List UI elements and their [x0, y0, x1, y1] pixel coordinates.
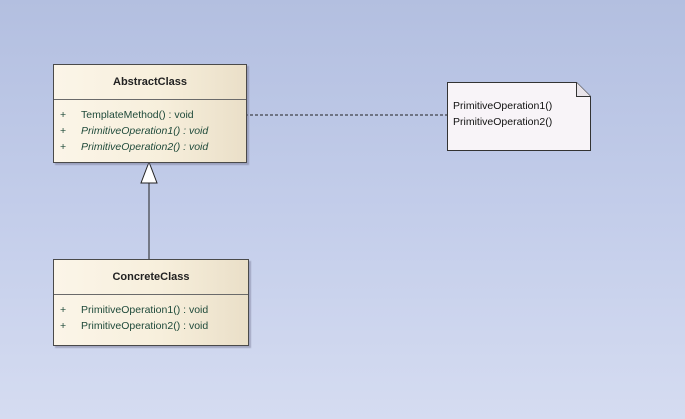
operation-row[interactable]: + PrimitiveOperation2() : void [54, 318, 248, 334]
note-folded-corner [576, 82, 591, 97]
operation-signature: PrimitiveOperation1() : void [81, 125, 209, 137]
visibility-marker: + [60, 320, 67, 332]
visibility-marker: + [60, 109, 67, 121]
visibility-marker: + [60, 141, 67, 153]
operation-signature: PrimitiveOperation2() : void [81, 141, 209, 153]
concrete-class-box[interactable]: ConcreteClass + PrimitiveOperation1() : … [53, 259, 249, 346]
operation-row[interactable]: + PrimitiveOperation2() : void [54, 139, 246, 155]
note-box[interactable]: PrimitiveOperation1() PrimitiveOperation… [447, 82, 591, 151]
abstract-class-name: AbstractClass [54, 65, 246, 100]
abstract-class-operations: + TemplateMethod() : void + PrimitiveOpe… [54, 100, 246, 155]
operation-row[interactable]: + PrimitiveOperation1() : void [54, 302, 248, 318]
concrete-class-name: ConcreteClass [54, 260, 248, 295]
operation-signature: PrimitiveOperation2() : void [81, 320, 209, 332]
note-line: PrimitiveOperation2() [453, 116, 553, 128]
operation-signature: PrimitiveOperation1() : void [81, 304, 209, 316]
operation-signature: TemplateMethod() : void [81, 109, 194, 121]
note-shape [447, 82, 591, 151]
operation-row[interactable]: + PrimitiveOperation1() : void [54, 123, 246, 139]
note-line: PrimitiveOperation1() [453, 100, 553, 112]
operation-row[interactable]: + TemplateMethod() : void [54, 107, 246, 123]
visibility-marker: + [60, 125, 67, 137]
concrete-class-operations: + PrimitiveOperation1() : void + Primiti… [54, 295, 248, 334]
abstract-class-box[interactable]: AbstractClass + TemplateMethod() : void … [53, 64, 247, 163]
generalization-arrowhead [140, 160, 158, 184]
visibility-marker: + [60, 304, 67, 316]
